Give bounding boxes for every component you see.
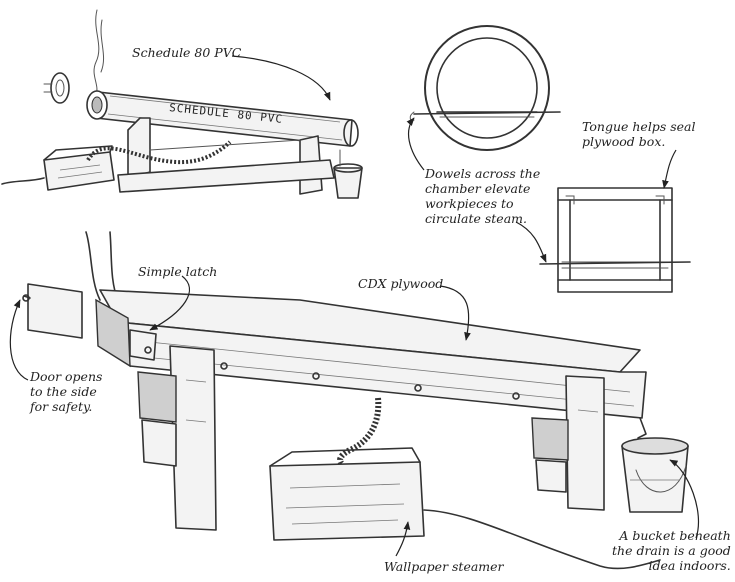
label-tongue: Tongue helps seal plywood box. [582,119,696,149]
label-schedule-pvc: Schedule 80 PVC [132,45,242,60]
label-door: Door opens to the side for safety. [30,369,103,414]
label-bucket: A bucket beneath the drain is a good ide… [612,528,731,573]
main-steam-box [22,231,689,570]
label-dowels: Dowels across the chamber elevate workpi… [425,166,541,226]
wall-outlet-icon [43,72,70,104]
label-simple-latch: Simple latch [138,264,218,279]
box-door [22,283,83,339]
pvc-pipe [86,90,359,147]
bucket-icon [621,437,689,513]
ring-cross-section [409,25,561,151]
small-steamer-icon [1,145,115,191]
box-cross-section [539,187,691,293]
wallpaper-steamer-icon [269,447,661,570]
small-bucket-icon [333,149,363,199]
label-cdx-plywood: CDX plywood [358,276,444,291]
pvc-steamer-drawing [1,9,363,199]
simple-latch-icon [129,329,157,361]
leader-arrows [9,55,700,557]
label-wallpaper-steamer: Wallpaper steamer [384,559,504,574]
